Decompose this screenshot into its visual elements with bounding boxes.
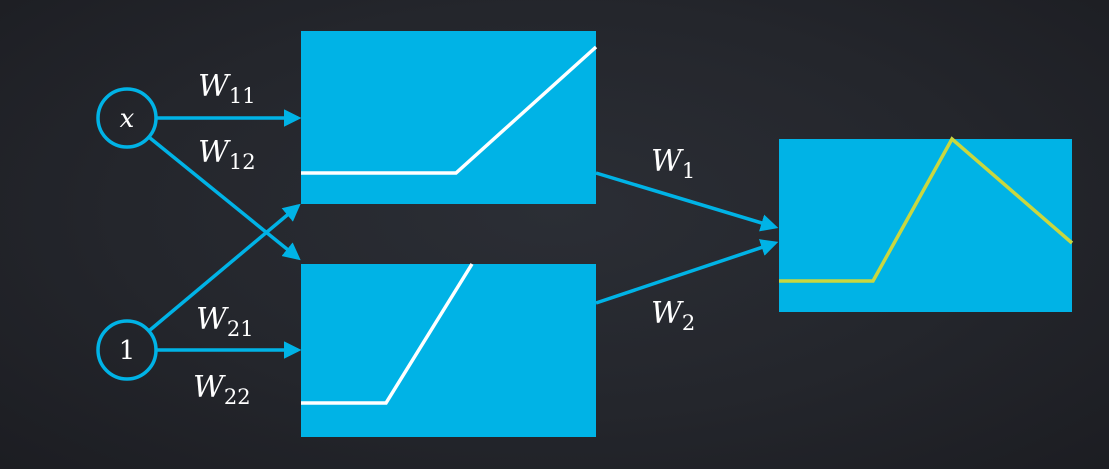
- input-node-bias: [96, 319, 158, 381]
- edge-hidden-2-to-output: [595, 239, 779, 305]
- input-node-bias-label: 1: [119, 336, 136, 366]
- weight-label-w1: W1: [651, 144, 695, 183]
- hidden-unit-2-relu-curve: [301, 263, 474, 405]
- edge-hidden-1-to-output: [595, 171, 779, 232]
- weight-label-w2: W2: [651, 296, 695, 335]
- edge-bias-to-hidden-1: [148, 203, 301, 332]
- output-combined-curve: [779, 136, 1074, 283]
- hidden-unit-2-box: [301, 264, 596, 437]
- edge-x-to-hidden-2: [148, 136, 301, 261]
- hidden-unit-1-relu-curve: [301, 45, 598, 175]
- hidden-unit-1-box: [301, 31, 596, 204]
- input-node-x-label: x: [120, 104, 135, 134]
- weight-label-w11: W11: [198, 69, 256, 108]
- output-unit-box: [779, 139, 1072, 312]
- weight-label-w21: W21: [196, 302, 254, 341]
- weight-label-w22: W22: [193, 370, 251, 409]
- input-node-x: [96, 87, 158, 149]
- weight-label-w12: W12: [198, 135, 256, 174]
